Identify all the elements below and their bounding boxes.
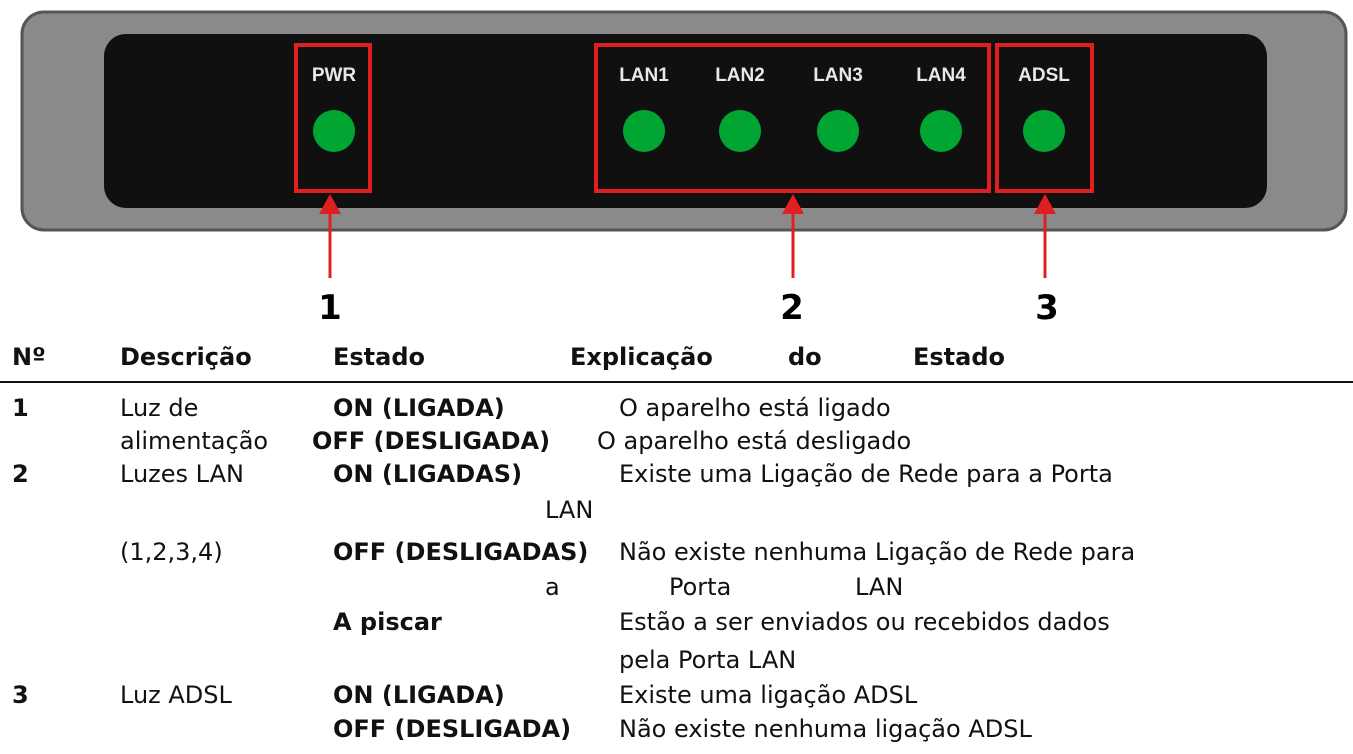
led-label-lan3: LAN3 [813,65,863,86]
row-1-number: 1 [12,394,29,422]
row-3-description: Luz ADSL [120,681,232,709]
led-lan1 [623,110,665,152]
row-2-explanation-off-wrap-b: Porta [669,573,732,601]
header-of: do [788,343,822,371]
row-2-state-blink: A piscar [333,608,442,636]
led-pwr [313,110,355,152]
arrow-head-1 [319,194,341,214]
row-2-explanation-off-wrap-c: LAN [855,573,904,601]
row-2-description-line2: (1,2,3,4) [120,538,223,566]
row-1-state-off: OFF (DESLIGADA) [312,427,551,455]
row-2-state-off: OFF (DESLIGADAS) [333,538,589,566]
row-2-explanation-blink: Estão a ser enviados ou recebidos dados [619,608,1110,636]
row-1-explanation-on: O aparelho está ligado [619,394,891,422]
row-2-description-line1: Luzes LAN [120,460,244,488]
row-1-state-on: ON (LIGADA) [333,394,505,422]
row-2-explanation-off: Não existe nenhuma Ligação de Rede para [619,538,1136,566]
led-label-adsl: ADSL [1018,65,1070,86]
row-2-number: 2 [12,460,29,488]
led-lan2 [719,110,761,152]
led-label-lan1: LAN1 [619,65,669,86]
row-3-state-off: OFF (DESLIGADA) [333,715,572,743]
highlight-box-lan [594,43,991,193]
callout-number-3: 3 [1035,288,1059,328]
header-rule [0,381,1353,383]
row-3-explanation-off: Não existe nenhuma ligação ADSL [619,715,1032,743]
highlight-box-pwr [294,43,372,193]
row-2-state-on: ON (LIGADAS) [333,460,523,488]
header-explanation: Explicação [570,343,713,371]
arrow-head-2 [782,194,804,214]
led-label-pwr: PWR [312,65,357,86]
led-lan3 [817,110,859,152]
callout-number-1: 1 [318,288,342,328]
led-panel [104,34,1267,208]
callout-number-2: 2 [780,288,804,328]
row-3-number: 3 [12,681,29,709]
led-label-lan4: LAN4 [916,65,966,86]
header-state-2: Estado [913,343,1006,371]
row-2-explanation-on-wrap: LAN [545,496,594,524]
arrow-head-3 [1034,194,1056,214]
router-front-panel-diagram: PWR LAN1 LAN2 LAN3 LAN4 ADSL 1 2 3 [20,10,1348,328]
row-3-state-on: ON (LIGADA) [333,681,505,709]
row-3-explanation-on: Existe uma ligação ADSL [619,681,918,709]
led-lan4 [920,110,962,152]
highlight-box-adsl [995,43,1094,193]
row-2-explanation-blink-wrap: pela Porta LAN [619,646,797,674]
led-label-lan2: LAN2 [715,65,765,86]
row-1-description-line1: Luz de [120,394,199,422]
header-state: Estado [333,343,426,371]
header-number: Nº [12,343,46,371]
led-adsl [1023,110,1065,152]
row-1-description-line2: alimentação [120,427,269,455]
row-2-explanation-on: Existe uma Ligação de Rede para a Porta [619,460,1113,488]
header-description: Descrição [120,343,252,371]
row-2-explanation-off-wrap-a: a [545,573,560,601]
row-1-explanation-off: O aparelho está desligado [597,427,912,455]
